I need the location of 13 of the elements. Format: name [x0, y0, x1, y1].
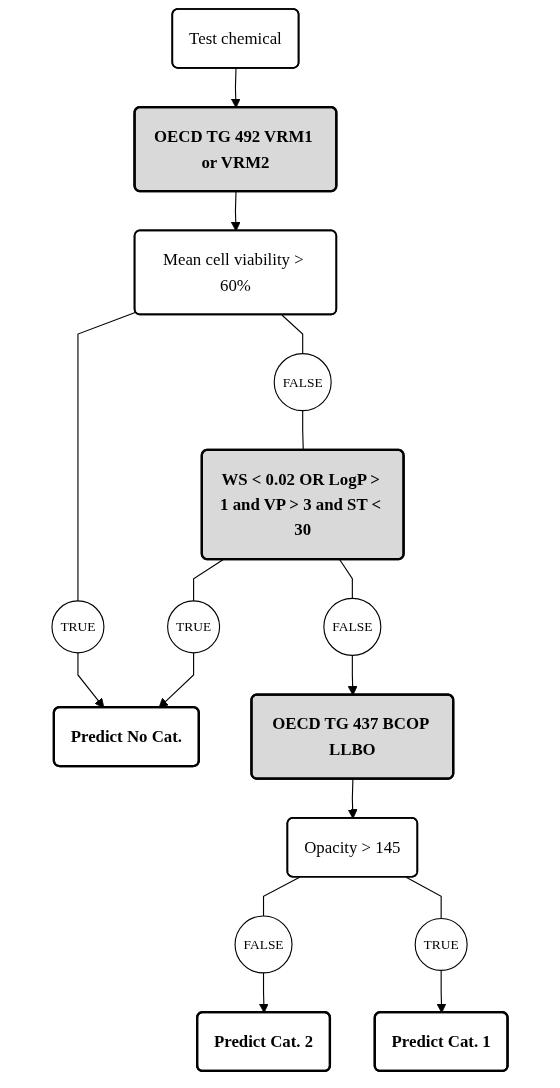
node-circle: TRUE: [167, 600, 221, 654]
connector: [339, 559, 354, 599]
node-circle: FALSE: [234, 915, 293, 974]
node-circle: FALSE: [323, 597, 382, 656]
connector: [263, 876, 301, 917]
connector: [77, 311, 137, 602]
node-circle: TRUE: [414, 917, 468, 971]
arrow: [347, 778, 358, 819]
node-circle: FALSE: [273, 353, 332, 412]
connector: [281, 314, 304, 355]
node-circle: TRUE: [51, 600, 105, 654]
arrow: [231, 191, 241, 232]
connector: [405, 876, 442, 919]
